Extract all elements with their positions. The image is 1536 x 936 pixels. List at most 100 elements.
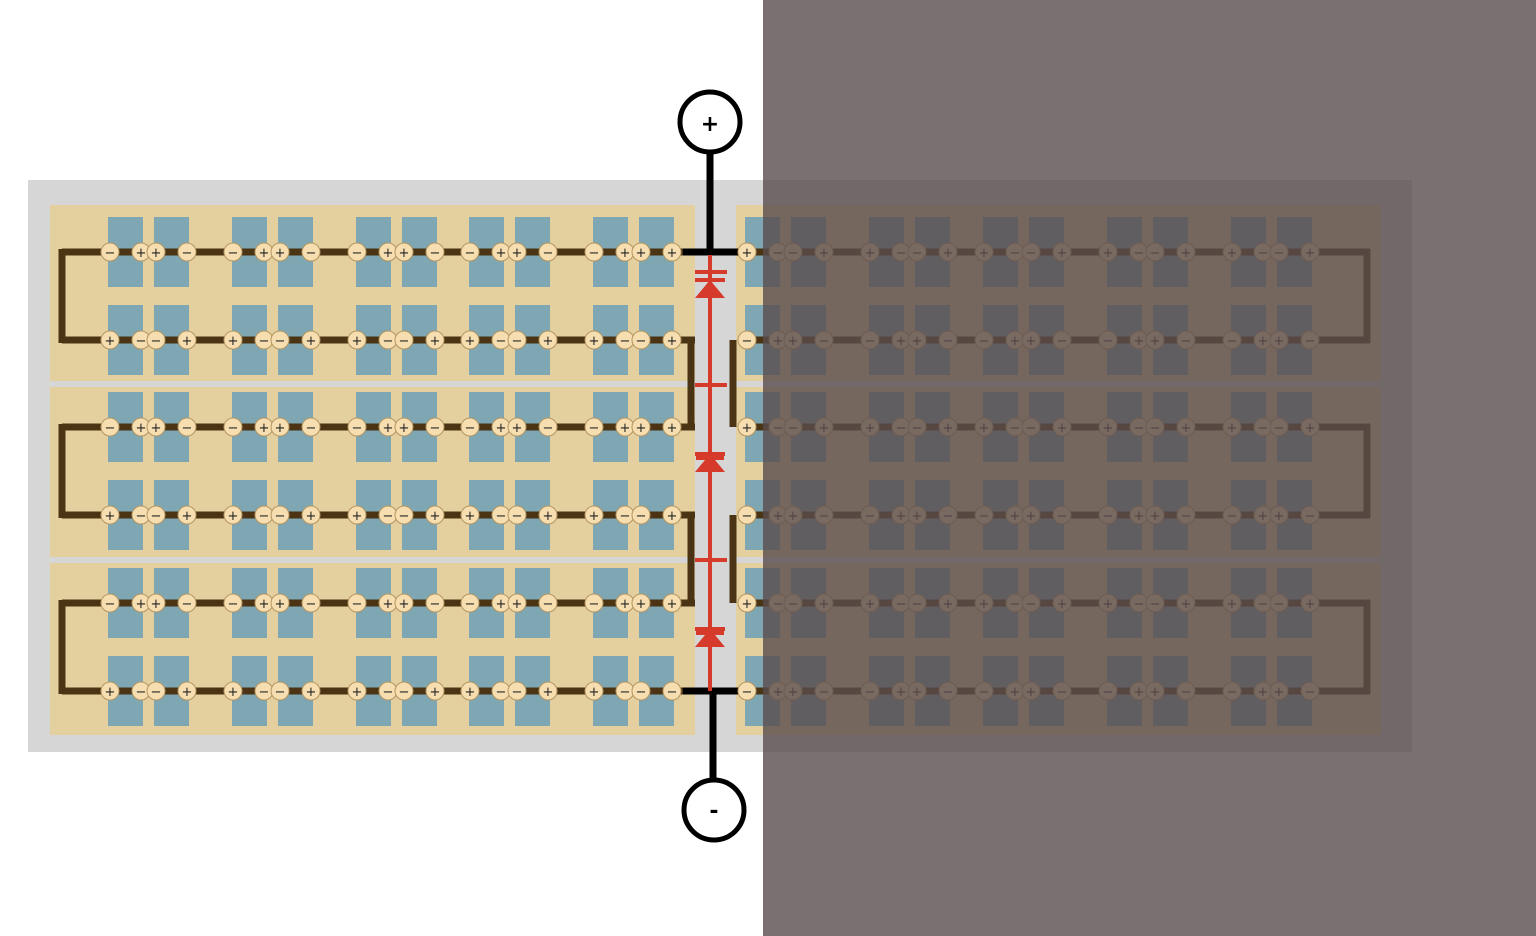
pin-plus-label: + xyxy=(465,334,476,349)
pin-minus xyxy=(507,505,527,525)
pin-minus-label: − xyxy=(512,509,523,524)
pin-minus xyxy=(631,505,651,525)
pin-plus xyxy=(460,505,480,525)
pin-plus-label: + xyxy=(259,246,270,261)
pin-plus-label: + xyxy=(430,509,441,524)
pin-minus-label: − xyxy=(383,685,394,700)
pin-minus xyxy=(631,330,651,350)
pin-minus-label: − xyxy=(228,421,239,436)
pin-plus-label: + xyxy=(399,597,410,612)
pin-plus-label: + xyxy=(151,421,162,436)
pin-minus xyxy=(737,330,757,350)
pin-minus xyxy=(100,417,120,437)
pin-minus-label: − xyxy=(259,685,270,700)
pin-plus-label: + xyxy=(589,334,600,349)
pin-plus xyxy=(394,593,414,613)
pin-minus-label: − xyxy=(383,334,394,349)
pin-minus xyxy=(507,330,527,350)
pin-plus xyxy=(631,242,651,262)
pin-plus-label: + xyxy=(667,421,678,436)
pin-minus xyxy=(460,593,480,613)
pin-plus-label: + xyxy=(589,509,600,524)
pin-plus-label: + xyxy=(496,421,507,436)
pin-plus xyxy=(146,242,166,262)
pin-plus-label: + xyxy=(742,597,753,612)
pin-minus-label: − xyxy=(383,509,394,524)
pin-plus xyxy=(662,417,682,437)
negative-terminal xyxy=(681,777,747,843)
pin-minus-label: − xyxy=(399,685,410,700)
pin-minus-label: − xyxy=(589,597,600,612)
pin-plus xyxy=(425,330,445,350)
pin-minus-label: − xyxy=(151,509,162,524)
pin-minus xyxy=(631,681,651,701)
pin-minus xyxy=(584,417,604,437)
pin-plus-label: + xyxy=(667,246,678,261)
pin-plus-label: + xyxy=(306,685,317,700)
pin-minus-label: − xyxy=(430,421,441,436)
pin-minus-label: − xyxy=(352,597,363,612)
pin-minus xyxy=(538,593,558,613)
pin-plus xyxy=(146,593,166,613)
pin-minus xyxy=(177,242,197,262)
pin-plus-label: + xyxy=(306,509,317,524)
pin-minus xyxy=(270,330,290,350)
negative-terminal-label: - xyxy=(709,799,718,824)
pin-plus-label: + xyxy=(228,685,239,700)
pin-plus-label: + xyxy=(543,685,554,700)
pin-minus-label: − xyxy=(589,421,600,436)
pin-plus xyxy=(507,417,527,437)
pin-plus xyxy=(737,593,757,613)
bypass-diode-1 xyxy=(695,280,725,298)
pin-plus-label: + xyxy=(589,685,600,700)
pin-plus xyxy=(507,593,527,613)
pin-plus-label: + xyxy=(496,597,507,612)
pin-plus-label: + xyxy=(496,246,507,261)
pin-plus-label: + xyxy=(543,509,554,524)
pin-minus-label: − xyxy=(275,509,286,524)
pin-plus-label: + xyxy=(430,685,441,700)
pin-minus xyxy=(460,242,480,262)
pin-minus-label: − xyxy=(352,421,363,436)
pin-minus-label: − xyxy=(352,246,363,261)
pin-plus xyxy=(662,330,682,350)
pin-minus xyxy=(460,417,480,437)
pin-minus-label: − xyxy=(182,246,193,261)
pin-minus xyxy=(146,505,166,525)
pin-plus-label: + xyxy=(352,685,363,700)
pin-minus-label: − xyxy=(430,246,441,261)
pin-plus-label: + xyxy=(742,421,753,436)
pin-plus xyxy=(394,417,414,437)
pin-minus xyxy=(223,242,243,262)
pin-minus xyxy=(584,593,604,613)
pin-plus-label: + xyxy=(182,509,193,524)
pin-minus xyxy=(100,242,120,262)
pin-minus-label: − xyxy=(465,421,476,436)
pin-minus xyxy=(394,505,414,525)
pin-plus-label: + xyxy=(636,597,647,612)
pin-minus-label: − xyxy=(742,685,753,700)
pin-minus-label: − xyxy=(742,509,753,524)
pin-plus xyxy=(223,330,243,350)
pin-minus-label: − xyxy=(543,597,554,612)
pin-minus-label: − xyxy=(543,246,554,261)
pin-minus xyxy=(737,681,757,701)
pin-minus xyxy=(146,681,166,701)
pin-minus-label: − xyxy=(151,334,162,349)
pin-plus xyxy=(460,330,480,350)
pin-minus-label: − xyxy=(275,334,286,349)
pin-minus-label: − xyxy=(306,421,317,436)
pin-plus-label: + xyxy=(105,334,116,349)
pin-minus xyxy=(507,681,527,701)
pin-minus-label: − xyxy=(306,246,317,261)
pin-minus xyxy=(538,417,558,437)
pin-plus-label: + xyxy=(105,685,116,700)
pin-minus xyxy=(662,681,682,701)
pin-minus-label: − xyxy=(620,685,631,700)
pin-minus xyxy=(394,330,414,350)
pin-minus xyxy=(223,417,243,437)
pin-minus xyxy=(177,593,197,613)
pin-plus-label: + xyxy=(742,246,753,261)
pin-minus xyxy=(146,330,166,350)
